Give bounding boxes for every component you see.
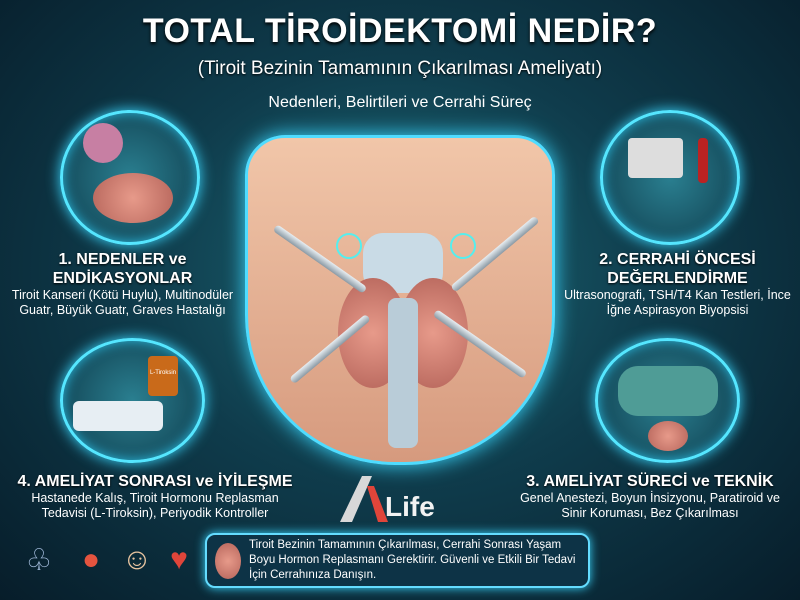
pill-icon: ● (81, 543, 101, 576)
section-description: Hastanede Kalış, Tiroit Hormonu Replasma… (31, 491, 279, 520)
section-title: 2. CERRAHİ ÖNCESİ (599, 251, 756, 268)
footer-note: Tiroit Bezinin Tamamının Çıkarılması, Ce… (249, 539, 576, 581)
parathyroid-marker (336, 233, 362, 259)
section-preop: 2. CERRAHİ ÖNCESİ DEĞERLENDİRME Ultrason… (555, 250, 800, 318)
ultrasound-icon (628, 138, 683, 178)
section-postop: 4. AMELİYAT SONRASI ve İYİLEŞME Hastaned… (0, 472, 310, 521)
section-title: 4. AMELİYAT SONRASI ve İYİLEŞME (17, 473, 293, 490)
hospital-bed-icon (73, 401, 163, 431)
surgery-illustration (595, 338, 740, 463)
section-title: DEĞERLENDİRME (607, 270, 748, 287)
heart-rate-icon: ♥ (170, 543, 188, 576)
section-description: Ultrasonografi, TSH/T4 Kan Testleri, İnc… (564, 288, 791, 317)
goiter-icon (93, 173, 173, 223)
footer-note-box: Tiroit Bezinin Tamamının Çıkarılması, Ce… (205, 533, 590, 588)
trachea (388, 298, 418, 448)
parathyroid-marker (450, 233, 476, 259)
section-title: 1. NEDENLER ve (58, 251, 187, 268)
thyroid-icon (215, 542, 241, 579)
logo-mark-icon (340, 476, 388, 522)
page-tagline: Nedenleri, Belirtileri ve Cerrahi Süreç (268, 94, 532, 111)
logo-text: Life (385, 491, 435, 522)
section-causes: 1. NEDENLER ve ENDİKASYONLAR Tiroit Kans… (0, 250, 245, 318)
blood-tube-icon (698, 138, 708, 183)
section-title: ENDİKASYONLAR (52, 270, 193, 287)
medicine-bottle: L-Tiroksin (148, 356, 178, 396)
preop-evaluation-illustration (600, 110, 740, 245)
section-title: 3. AMELİYAT SÜRECİ ve TEKNİK (526, 473, 774, 490)
page-subtitle: (Tiroit Bezinin Tamamının Çıkarılması Am… (197, 58, 603, 79)
alife-logo: Life (340, 474, 460, 529)
section-description: Tiroit Kanseri (Kötü Huylu), Multinodüle… (11, 288, 234, 317)
causes-illustration (60, 110, 200, 245)
cancer-cell-icon (83, 123, 123, 163)
thyroid-outline-icon: ♧ (25, 543, 53, 577)
neck-thyroid-illustration (245, 135, 555, 465)
section-description: Genel Anestezi, Boyun İnsizyonu, Paratir… (520, 491, 780, 520)
elderly-patient-icon: ☺ (121, 543, 153, 576)
thyroid-icon (648, 421, 688, 451)
surgical-team-icon (618, 366, 718, 416)
postop-illustration: L-Tiroksin (60, 338, 205, 463)
page-title: TOTAL TİROİDEKTOMİ NEDİR? (142, 12, 658, 50)
section-surgery: 3. AMELİYAT SÜRECİ ve TEKNİK Genel Anest… (500, 472, 800, 521)
